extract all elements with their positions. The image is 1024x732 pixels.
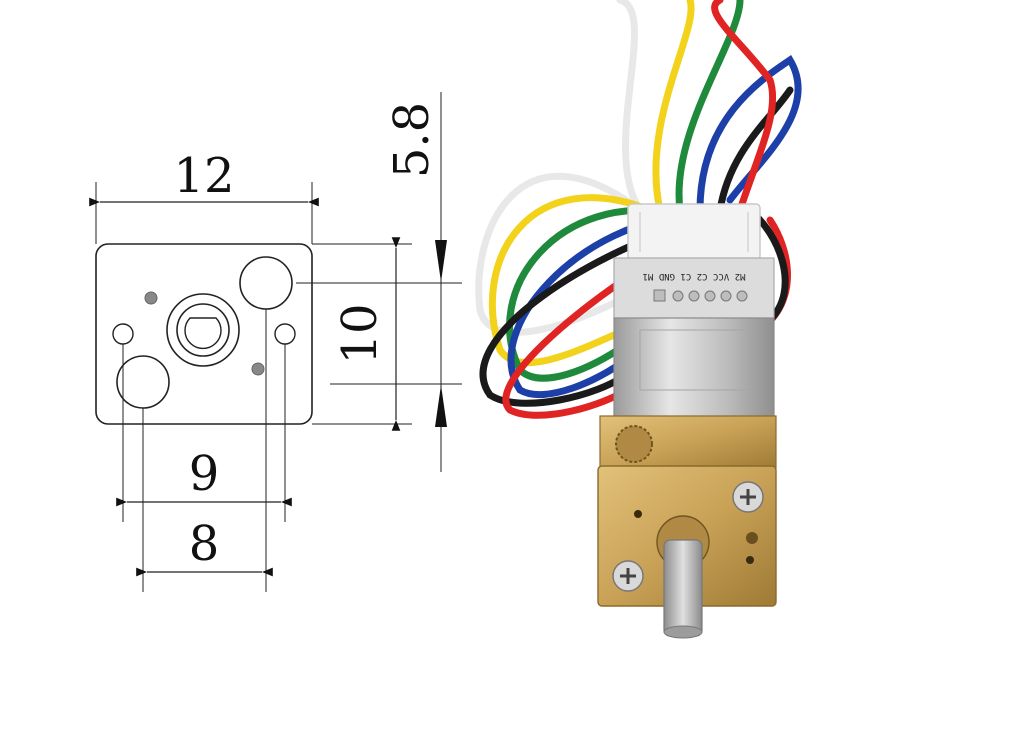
dim-label-height: 10: [332, 303, 388, 364]
small-hole-left: [112, 323, 134, 345]
dim-label-8: 8: [189, 516, 220, 572]
marker-dot-top: [144, 291, 158, 305]
marker-dot-bottom: [251, 362, 265, 376]
pcb-pin-labels: M2 VCC C2 C1 GND M1: [643, 271, 746, 281]
wire-blue: [507, 55, 802, 398]
wire-black: [479, 86, 794, 407]
arrow-offset-top: [435, 240, 447, 282]
encoder-pcb: [613, 257, 775, 321]
dim-label-offset: 5.8: [384, 102, 440, 178]
center-boss-inner: [176, 303, 230, 357]
gear-visible: [615, 425, 653, 463]
small-hole-right: [274, 323, 296, 345]
wire-yellow: [488, 0, 695, 367]
wire-connector: [627, 203, 761, 261]
d-shaft: [184, 317, 222, 350]
wire-bundle: [475, 0, 802, 419]
dim-label-9: 9: [189, 446, 220, 502]
large-hole-bottom-left: [116, 355, 170, 409]
wire-black-lower: [754, 214, 789, 324]
center-boss-outer: [166, 293, 240, 367]
wire-white: [475, 0, 644, 336]
pcb-solder-pads: [653, 289, 748, 302]
arrow-offset-bottom: [435, 385, 447, 427]
screw-top-right: [732, 481, 764, 513]
output-shaft: [663, 539, 703, 637]
dimension-drawing: [89, 92, 462, 592]
mounting-plate-outline: [95, 243, 313, 425]
dim-label-width: 12: [173, 148, 234, 204]
large-hole-top-right: [239, 256, 293, 310]
screw-bottom-left: [612, 560, 644, 592]
wire-green: [506, 0, 744, 382]
motor-illustration: M2 VCC C2 C1 GND M1: [475, 0, 802, 639]
